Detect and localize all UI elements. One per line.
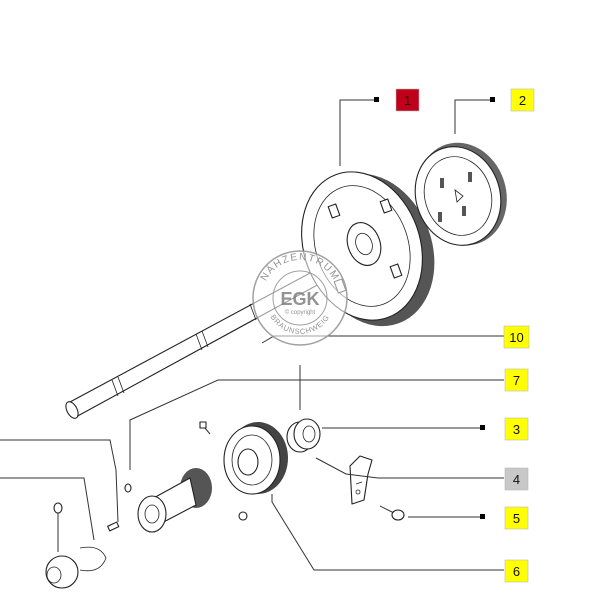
callout-tag-bg xyxy=(510,88,535,112)
callout-tag-3: 3 xyxy=(504,417,529,441)
callout-tag-2: 2 xyxy=(510,88,535,112)
cam-hub xyxy=(107,468,212,533)
callout-label: 10 xyxy=(509,330,523,345)
watermark-copyright: © copyright xyxy=(285,309,316,316)
callout-tag-7: 7 xyxy=(504,368,529,392)
callout-label: 4 xyxy=(513,472,520,487)
callout-tag-bg xyxy=(504,467,529,491)
collar xyxy=(45,502,107,589)
callout-label: 7 xyxy=(513,373,520,388)
cover-cap xyxy=(414,142,507,246)
bracket xyxy=(349,455,373,505)
screw xyxy=(379,505,405,521)
sleeve xyxy=(286,418,321,453)
callout-tag-bg xyxy=(504,506,529,530)
callout-tag-4: 4 xyxy=(504,467,529,491)
callout-tag-10: 10 xyxy=(503,325,530,349)
callout-tag-bg xyxy=(504,368,529,392)
callout-label: 1 xyxy=(404,93,411,108)
callout-label: 5 xyxy=(513,511,520,526)
callout-label: 2 xyxy=(519,93,526,108)
callout-tag-bg xyxy=(503,325,530,349)
callout-tag-6: 6 xyxy=(504,559,529,583)
callout-label: 3 xyxy=(513,422,520,437)
callout-tag-bg xyxy=(504,417,529,441)
callout-label: 6 xyxy=(513,564,520,579)
watermark-logo: EGK xyxy=(280,289,319,309)
callout-tag-bg xyxy=(504,559,529,583)
gear xyxy=(199,421,288,521)
callout-tag-5: 5 xyxy=(504,506,529,530)
callout-tags: 1 2 3 4 5 6 7 10 xyxy=(395,88,535,583)
callout-tag-bg xyxy=(395,88,420,112)
callout-tag-1: 1 xyxy=(395,88,420,112)
watermark-stamp: NÄHZENTRUM BRAUNSCHWEIG EGK © copyright xyxy=(252,250,348,346)
